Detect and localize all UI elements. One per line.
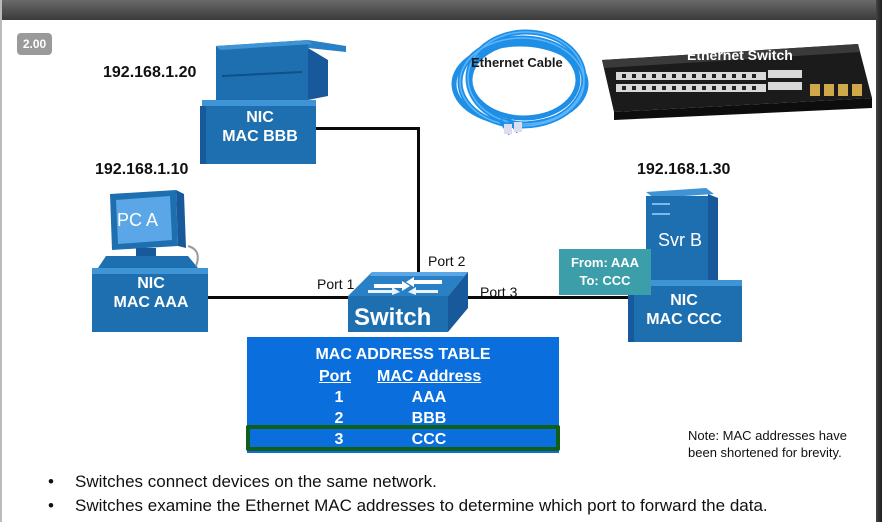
wire-server (462, 296, 632, 299)
printer-nic-label: NIC MAC BBB (206, 108, 314, 146)
server-nic-text: NIC (670, 292, 698, 309)
port-3-label: Port 3 (480, 284, 518, 300)
brevity-note: Note: MAC addresses have been shortened … (688, 427, 847, 461)
pc-ip-label: 192.168.1.10 (95, 161, 189, 178)
ethernet-cable-label: Ethernet Cable (471, 55, 563, 70)
server-mac-text: MAC CCC (646, 311, 722, 328)
port-2-label: Port 2 (428, 253, 466, 269)
left-edge (0, 0, 2, 522)
switch-icon: Switch (348, 272, 468, 332)
bullet-item-2: Switches examine the Ethernet MAC addres… (48, 494, 768, 518)
wire-printer-horizontal (309, 127, 419, 130)
right-edge (876, 0, 882, 522)
pc-nic-label: NIC MAC AAA (96, 274, 206, 312)
mac-table-row-1-port: 1 (334, 389, 344, 406)
wire-pc (207, 296, 369, 299)
server-ip-label: 192.168.1.30 (637, 161, 731, 178)
ethernet-cable-image: Ethernet Cable (451, 29, 589, 136)
pc-icon: PC A (92, 190, 208, 332)
mac-table-row-3-port: 3 (334, 431, 344, 448)
port-1-label: Port 1 (317, 276, 355, 292)
pc-nic-text: NIC (137, 275, 165, 292)
printer-ip-label: 192.168.1.20 (103, 64, 197, 81)
mac-table-title: MAC ADDRESS TABLE (315, 346, 491, 363)
frame-to: To: CCC (579, 273, 631, 288)
bullet-item-1: Switches connect devices on the same net… (48, 470, 768, 494)
printer-icon (200, 40, 346, 164)
frame-label: From: AAA To: CCC (559, 249, 651, 295)
switch-name-label: Switch (354, 304, 431, 331)
server-nic-label: NIC MAC CCC (632, 291, 736, 329)
bullet-list: Switches connect devices on the same net… (48, 470, 768, 518)
pc-mac-text: MAC AAA (113, 294, 189, 311)
pc-name-label: PC A (117, 210, 158, 230)
mac-table-row-3-highlight (246, 425, 560, 451)
ethernet-switch-label: Ethernet Switch (687, 47, 793, 63)
mac-address-table: MAC ADDRESS TABLE Port MAC Address 1 AAA… (247, 337, 559, 453)
printer-nic-text: NIC (246, 109, 274, 126)
mac-table-row-2-mac: BBB (411, 410, 447, 427)
ethernet-switch-image: Ethernet Switch (602, 44, 872, 120)
wire-printer-vertical (417, 127, 420, 275)
printer-mac-text: MAC BBB (222, 128, 298, 145)
mac-table-row-2-port: 2 (334, 410, 344, 427)
mac-table-row-3-mac: CCC (411, 431, 447, 448)
mac-table-header-port: Port (319, 368, 351, 385)
server-name-label: Svr B (658, 230, 702, 250)
mac-table-header-mac: MAC Address (377, 368, 482, 385)
top-toolbar (0, 0, 882, 20)
zoom-badge[interactable]: 2.00 (17, 33, 52, 55)
mac-table-row-1-mac: AAA (411, 389, 447, 406)
frame-from: From: AAA (570, 255, 640, 270)
note-line-1: Note: MAC addresses have (688, 428, 847, 443)
note-line-2: been shortened for brevity. (688, 445, 842, 460)
